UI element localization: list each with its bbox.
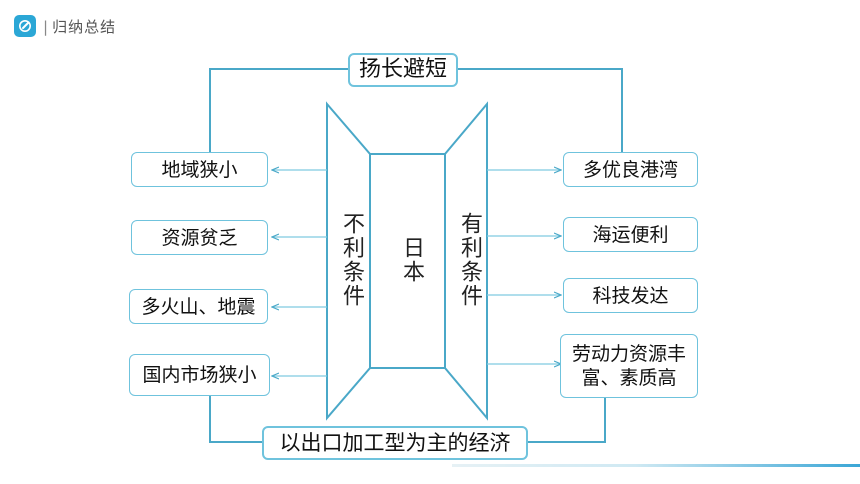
bottom-box-label: 以出口加工型为主的经济	[279, 431, 511, 455]
left-panel-label: 不利条件	[339, 212, 364, 308]
bottom-loop-left-line	[209, 386, 262, 443]
right-box-2: 海运便利	[563, 217, 698, 252]
edit-icon	[14, 15, 36, 37]
top-loop-right-line	[458, 68, 623, 152]
footer-accent-line	[452, 464, 860, 467]
left-box-1-label: 地域狭小	[161, 158, 238, 181]
bottom-box: 以出口加工型为主的经济	[262, 426, 528, 460]
left-box-1: 地域狭小	[131, 152, 268, 187]
center-label: 日本	[399, 236, 424, 284]
left-box-2-label: 资源贫乏	[161, 226, 238, 249]
right-box-3: 科技发达	[563, 278, 698, 313]
left-box-2: 资源贫乏	[131, 220, 268, 255]
left-box-3-label: 多火山、地震	[141, 295, 256, 318]
right-box-1: 多优良港湾	[563, 152, 698, 187]
top-loop-left-line	[209, 68, 348, 152]
page-header: |归纳总结	[14, 12, 116, 40]
page-title-text: 归纳总结	[52, 17, 117, 36]
top-box-label: 扬长避短	[358, 57, 447, 82]
bottom-loop-right-line	[528, 398, 606, 443]
right-panel-label: 有利条件	[457, 212, 482, 308]
left-box-4: 国内市场狭小	[129, 354, 270, 396]
right-box-4-label: 劳动力资源丰富、素质高	[571, 343, 686, 389]
right-box-2-label: 海运便利	[592, 223, 669, 246]
right-box-1-label: 多优良港湾	[582, 158, 678, 181]
right-box-4: 劳动力资源丰富、素质高	[560, 334, 698, 398]
page-title: |归纳总结	[43, 17, 117, 36]
top-box: 扬长避短	[348, 53, 458, 87]
left-box-4-label: 国内市场狭小	[142, 364, 257, 386]
left-box-3: 多火山、地震	[129, 289, 268, 324]
center-rect	[369, 153, 446, 369]
right-box-3-label: 科技发达	[592, 284, 669, 307]
